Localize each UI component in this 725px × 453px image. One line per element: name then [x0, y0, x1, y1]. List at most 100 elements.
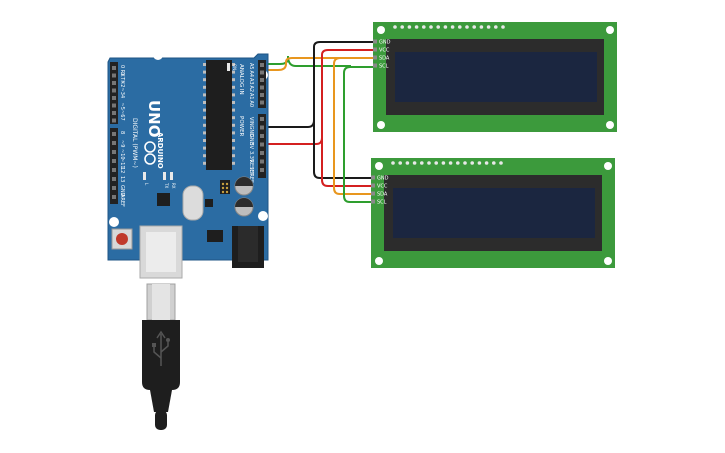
analog-pin[interactable]: [260, 85, 264, 90]
capacitor: [234, 197, 254, 217]
power-pin[interactable]: [260, 168, 264, 172]
wire-5v-to-lcd1-vcc[interactable]: [262, 49, 374, 145]
capacitor: [234, 176, 254, 196]
digital-pin-label: 1 TX: [119, 73, 125, 85]
wire-5v-to-lcd2-vcc[interactable]: [321, 138, 372, 187]
digital-pin[interactable]: [112, 177, 116, 181]
lcd-header-pad: [477, 161, 482, 165]
analog-pin-label: A4: [248, 71, 254, 78]
lcd-header-pad: [422, 25, 426, 29]
lcd-pin[interactable]: [371, 175, 375, 180]
digital-pin[interactable]: [112, 132, 116, 136]
chip-leg: [203, 63, 206, 66]
tx-label: TX: [164, 182, 169, 188]
digital-pin[interactable]: [112, 88, 116, 93]
power-pin[interactable]: [260, 134, 264, 138]
digital-pin[interactable]: [112, 73, 116, 78]
digital-pin[interactable]: [112, 118, 116, 123]
lcd-header-pad: [472, 25, 477, 29]
analog-pin[interactable]: [260, 78, 264, 82]
power-pin[interactable]: [260, 142, 264, 147]
lcd-header-pad: [407, 25, 412, 29]
wire-a5-to-lcd1-scl[interactable]: [262, 55, 374, 68]
analog-pin[interactable]: [260, 63, 264, 67]
chip-leg: [232, 146, 235, 150]
lcd-pin[interactable]: [371, 183, 375, 188]
chip-leg: [232, 131, 235, 135]
reset-button[interactable]: [111, 228, 133, 250]
power-pin[interactable]: [260, 117, 264, 121]
lcd-header-pad: [400, 25, 405, 29]
mounting-hole: [375, 162, 383, 170]
power-pin-label: 3.3V: [248, 151, 254, 163]
wire-gnd-to-lcd1-gnd[interactable]: [262, 41, 374, 128]
digital-pin[interactable]: [112, 96, 116, 100]
power-pin[interactable]: [260, 151, 264, 155]
power-pin[interactable]: [260, 125, 264, 130]
digital-pin[interactable]: [112, 111, 116, 115]
rx-label: RX: [171, 183, 176, 189]
digital-header-label: DIGITAL (PWM~): [131, 118, 138, 168]
mounting-hole: [604, 257, 612, 265]
digital-pin[interactable]: [112, 81, 116, 85]
chip-leg: [203, 131, 206, 135]
lcd-pin[interactable]: [373, 55, 377, 60]
mounting-hole: [153, 50, 163, 60]
lcd-header-pads: [391, 161, 503, 165]
lcd-header-pad: [414, 25, 419, 29]
analog-header: [258, 60, 266, 108]
lcd-pin[interactable]: [371, 199, 375, 204]
lcd-header-pad: [398, 161, 403, 165]
lcd-pin[interactable]: [373, 63, 377, 68]
mounting-hole: [606, 121, 614, 129]
power-pin-label: GND: [248, 126, 254, 138]
chip-leg: [203, 78, 206, 82]
analog-pin-label: A0: [248, 101, 254, 108]
power-pin[interactable]: [260, 159, 264, 164]
lcd-header-pad: [427, 161, 431, 165]
digital-pin[interactable]: [112, 141, 116, 145]
digital-pin-label: AREF: [119, 194, 125, 207]
chip-leg: [203, 154, 206, 158]
mounting-hole: [606, 26, 614, 34]
analog-pin[interactable]: [260, 70, 264, 75]
lcd-screen: [393, 188, 595, 238]
wire-a4-to-lcd1-sda[interactable]: [262, 57, 374, 71]
chip-leg: [203, 93, 206, 97]
lcd-pin-label: GND: [377, 176, 389, 182]
digital-pin[interactable]: [112, 66, 116, 70]
tx-led: [163, 172, 166, 180]
power-pin-label: IOREF: [248, 168, 254, 183]
lcd-pin[interactable]: [373, 47, 377, 52]
lcd-header-pad: [434, 161, 439, 165]
digital-pin[interactable]: [112, 186, 116, 190]
lcd-pin[interactable]: [371, 191, 375, 196]
digital-pin-label: ~5: [119, 103, 125, 110]
digital-pin[interactable]: [112, 168, 116, 172]
wire-gnd-to-lcd2-gnd[interactable]: [313, 120, 372, 179]
analog-pin[interactable]: [260, 93, 264, 97]
wire-a5-to-lcd2-scl[interactable]: [343, 66, 372, 203]
lcd-pin[interactable]: [373, 39, 377, 44]
digital-pin[interactable]: [112, 195, 116, 199]
usb-cable-wire: [155, 410, 167, 430]
lcd-header-pad: [463, 161, 467, 165]
digital-pin[interactable]: [112, 159, 116, 163]
mounting-hole: [375, 257, 383, 265]
lcd-pin-label: VCC: [377, 184, 388, 190]
lcd-header-pad: [501, 25, 505, 29]
usb-port-inner: [146, 232, 176, 272]
digital-pin[interactable]: [112, 150, 116, 154]
wire-a4-to-lcd2-sda[interactable]: [333, 57, 372, 195]
digital-pin[interactable]: [112, 103, 116, 108]
usb-cable[interactable]: [142, 283, 180, 430]
l-led: [143, 172, 146, 180]
analog-pin[interactable]: [260, 100, 264, 105]
chip-leg: [203, 139, 206, 142]
icsp-header: [220, 180, 230, 194]
chip-leg: [232, 78, 235, 82]
